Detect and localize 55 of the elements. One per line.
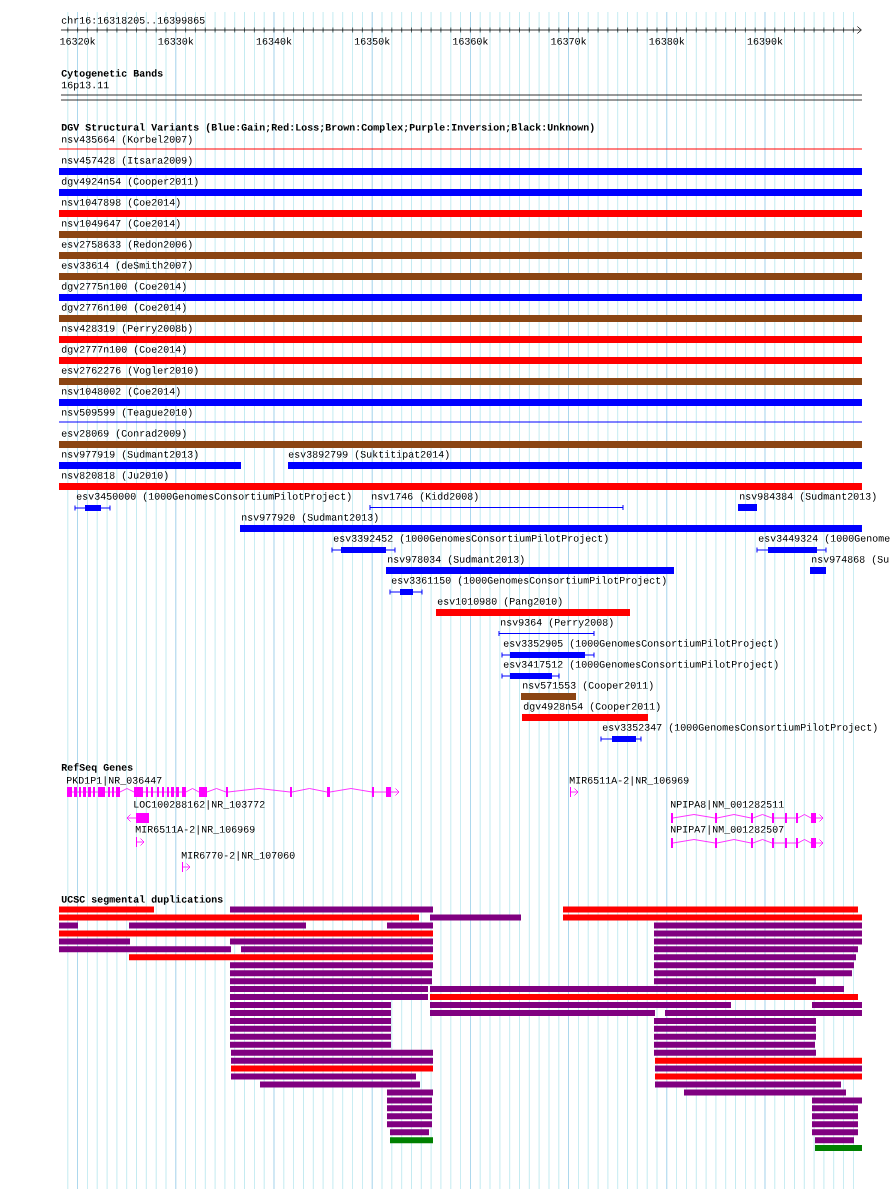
band-label: 16p13.11 [61, 81, 109, 91]
gene-label: MIR6511A-2|NR_106969 [569, 776, 689, 786]
variant-label: esv33614 (deSmith2007) [61, 261, 192, 271]
variant-label: esv3417512 (1000GenomesConsortiumPilotProject) [503, 660, 778, 670]
variant-label: nsv428319 (Perry2008b) [62, 324, 192, 334]
variant-label: esv3392452 (1000GenomesConsortiumPilotProject) [333, 534, 608, 544]
variant-label: dgv4924n54 (Cooper2011) [61, 177, 198, 187]
gene-label: PKD1P1|NR_036447 [67, 776, 162, 786]
variant-label: esv1010980 (Pang2010) [437, 597, 562, 607]
position-label: chr16:16318205..16399865 [61, 16, 205, 24]
variant-label: esv3361150 (1000GenomesConsortiumPilotProject) [391, 576, 666, 586]
tick-label: 16360k [453, 37, 488, 45]
variant-label: nsv1048002 (Coe2014) [62, 387, 180, 397]
tick-label: 16320k [60, 37, 96, 45]
tick-label: 16330k [158, 37, 194, 45]
variant-label: nsv9364 (Perry2008) [501, 618, 613, 628]
tick-label: 16390k [747, 37, 783, 45]
gene-label: LOC100288162|NR_103772 [134, 800, 265, 810]
variant-label: nsv1049647 (Coe2014) [62, 219, 180, 229]
tick-label: 16350k [354, 37, 390, 45]
variant-label: esv2762276 (Vogler2010) [61, 366, 198, 376]
variant-label: nsv1746 (Kidd2008) [372, 492, 478, 502]
gene-label: MIR6770-2|NR_107060 [181, 851, 295, 861]
track-title: Cytogenetic Bands [61, 69, 163, 79]
variant-label: nsv457428 (Itsara2009) [62, 156, 192, 166]
variant-label: nsv820818 (Ju2010) [62, 471, 168, 481]
variant-label: dgv2777n100 (Coe2014) [61, 345, 186, 355]
variant-label: nsv977920 (Sudmant2013) [242, 513, 378, 523]
tick-label: 16380k [649, 37, 685, 45]
variant-label: nsv977919 (Sudmant2013) [62, 450, 198, 460]
variant-label: nsv509599 (Teague2010) [62, 408, 192, 418]
variant-label: nsv571553 (Cooper2011) [523, 681, 653, 691]
variant-label: esv3352347 (1000GenomesConsortiumPilotProject) [602, 723, 877, 733]
variant-label: nsv984384 (Sudmant2013) [740, 492, 876, 502]
tick-label: 16370k [551, 37, 587, 45]
gene-label: NPIPA7|NM_001282507 [671, 825, 784, 835]
variant-label: dgv4928n54 (Cooper2011) [523, 702, 660, 712]
gene-label: MIR6511A-2|NR_106969 [135, 825, 255, 835]
variant-label: nsv974868 (Su [812, 555, 889, 565]
variant-label: esv3450000 (1000GenomesConsortiumPilotProject) [76, 492, 351, 502]
tick-label: 16340k [256, 37, 292, 45]
variant-label: dgv2776n100 (Coe2014) [61, 303, 186, 313]
variant-label: esv2758633 (Redon2006) [61, 240, 192, 250]
track-title: RefSeq Genes [61, 763, 133, 773]
variant-label: nsv1047898 (Coe2014) [62, 198, 180, 208]
variant-label: esv28069 (Conrad2009) [61, 429, 186, 439]
track-title: UCSC segmental duplications [61, 895, 223, 905]
variant-label: dgv2775n100 (Coe2014) [61, 282, 186, 292]
variant-label: esv3352905 (1000GenomesConsortiumPilotProject) [503, 639, 778, 649]
variant-label: nsv978034 (Sudmant2013) [388, 555, 524, 565]
variant-label: nsv435664 (Korbel2007) [62, 135, 192, 145]
gene-label: NPIPA8|NM_001282511 [671, 800, 784, 810]
track-title: DGV Structural Variants (Blue:Gain;Red:Loss;Brown:Complex;Purple:Inversion;Black:Unknown) [61, 123, 594, 133]
variant-label: esv3892799 (Suktitipat2014) [288, 450, 449, 460]
variant-label: esv3449324 (1000Genome [758, 534, 890, 544]
